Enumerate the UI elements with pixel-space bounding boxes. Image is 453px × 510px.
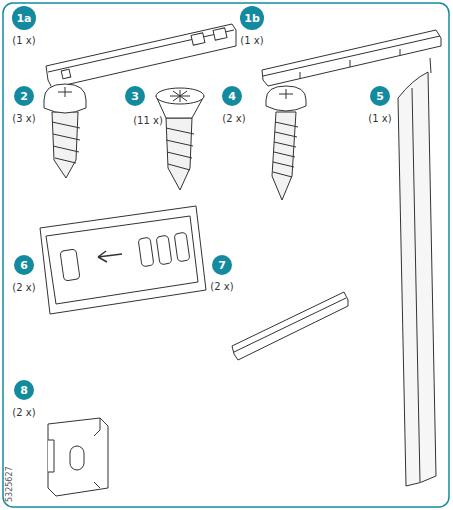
callout-number: 1b xyxy=(240,6,264,30)
quantity-label: (2 x) xyxy=(210,281,233,292)
callout-number: 6 xyxy=(14,255,34,275)
quantity-label: (2 x) xyxy=(12,407,35,418)
callout-number: 8 xyxy=(14,380,34,400)
quantity-label: (1 x) xyxy=(368,113,391,124)
callout-text: 2 xyxy=(20,91,28,102)
callout-number: 3 xyxy=(125,86,145,106)
callout-number: 1a xyxy=(12,6,36,30)
quantity-label: (11 x) xyxy=(133,115,163,126)
callout-text: 7 xyxy=(218,260,226,271)
bracket-part xyxy=(48,418,108,496)
callout-number: 5 xyxy=(370,86,390,106)
callout-number: 4 xyxy=(222,86,242,106)
frame xyxy=(3,3,449,507)
quantity-label: (1 x) xyxy=(12,35,35,46)
quantity-label: (2 x) xyxy=(222,113,245,124)
clip-part xyxy=(40,206,206,314)
strip-part xyxy=(262,30,441,86)
callout-text: 8 xyxy=(20,385,28,396)
callout-text: 1a xyxy=(16,13,31,24)
document-code: 5325627 xyxy=(6,465,15,503)
callout-text: 1b xyxy=(244,13,260,24)
profile-part xyxy=(398,58,436,486)
callout-text: 5 xyxy=(376,91,384,102)
screw-symbol xyxy=(266,86,306,200)
quantity-label: (2 x) xyxy=(12,282,35,293)
quantity-label: (1 x) xyxy=(240,35,263,46)
quantity-label: (3 x) xyxy=(12,113,35,124)
callout-text: 6 xyxy=(20,260,28,271)
screw-symbol xyxy=(156,88,204,190)
rail-part xyxy=(46,24,236,88)
callout-number: 2 xyxy=(14,86,34,106)
cover-part xyxy=(232,292,348,360)
screw-symbol xyxy=(44,84,86,178)
callout-text: 4 xyxy=(228,91,236,102)
callout-number: 7 xyxy=(212,255,232,275)
callout-text: 3 xyxy=(131,91,139,102)
